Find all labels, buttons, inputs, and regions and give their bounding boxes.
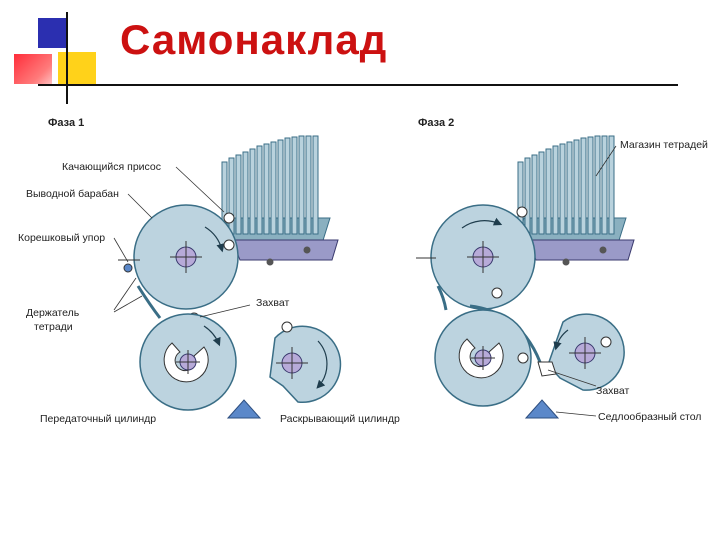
phase2-transfer-cylinder — [434, 309, 532, 407]
phase1-heading: Фаза 1 — [48, 117, 84, 129]
phase1-magazine — [217, 135, 339, 266]
deco-red-square — [14, 54, 52, 84]
label-saddle-table: Седлообразный стол — [598, 411, 701, 423]
phase1-group: Фаза 1 — [18, 117, 400, 425]
label-grip-phase1: Захват — [256, 297, 290, 309]
phase2-saddle-table — [524, 399, 560, 419]
slide-title: Самонаклад — [120, 16, 388, 63]
phase2-group: Фаза 2 — [416, 117, 708, 423]
label-holder-line1: Держатель — [26, 307, 80, 319]
label-opening-cylinder: Раскрывающий цилиндр — [280, 413, 400, 425]
phase1-output-drum — [133, 204, 239, 324]
label-spine-stop: Корешковый упор — [18, 232, 105, 244]
label-holder-line2: тетради — [34, 321, 73, 333]
phase2-output-drum — [416, 204, 536, 311]
phase2-heading: Фаза 2 — [418, 117, 454, 129]
label-grip-phase2: Захват — [596, 385, 630, 397]
deco-vertical-line — [66, 12, 68, 104]
phase2-opening-cylinder — [537, 313, 625, 391]
deco-yellow-square — [58, 52, 96, 86]
label-magazine: Магазин тетрадей — [620, 139, 708, 151]
phase1-transfer-cylinder — [139, 313, 237, 411]
phase2-magazine — [513, 135, 635, 266]
deco-blue-square — [38, 18, 68, 48]
phase1-opening-cylinder — [269, 321, 342, 404]
feeder-diagram: Фаза 1 — [18, 117, 708, 425]
label-suction: Качающийся присос — [62, 161, 161, 173]
phase1-saddle-table — [226, 399, 262, 419]
label-output-drum: Выводной барабан — [26, 188, 119, 200]
phase1-stop-holder — [118, 259, 162, 319]
label-transfer-cylinder: Передаточный цилиндр — [40, 413, 156, 425]
title-underline — [38, 84, 678, 86]
